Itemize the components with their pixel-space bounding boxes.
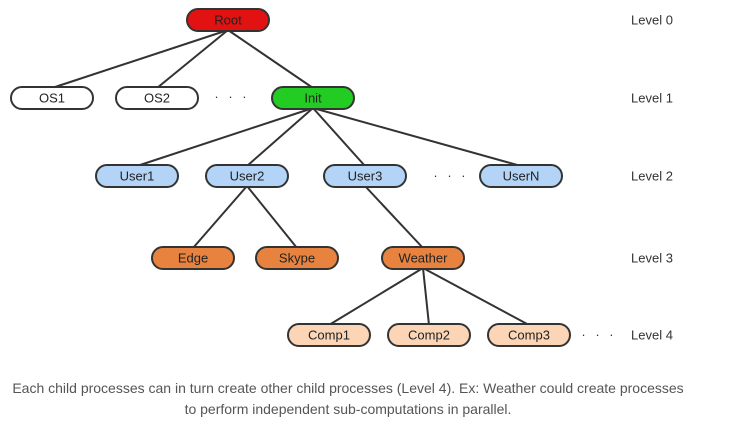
node-user1-label: User1 [120,169,155,184]
node-user2: User2 [205,164,289,188]
figure-caption: Each child processes can in turn create … [0,378,716,420]
caption-line-2: to perform independent sub-computations … [184,401,512,417]
ellipsis-level1: · · · [214,89,249,104]
ellipsis-level4: · · · [581,327,616,342]
edge-root-os1 [51,29,229,89]
node-edge-shape [151,246,235,270]
node-os1: OS1 [10,86,94,110]
node-weather: Weather [381,246,465,270]
node-root-label: Root [214,13,242,28]
node-init-shape [271,86,355,110]
node-user1-shape [95,164,179,188]
edge-weather-comp1 [328,267,424,326]
node-skype: Skype [255,246,339,270]
node-comp2: Comp2 [387,323,471,347]
ellipsis-layer: · · · · · · · · · [214,89,616,342]
level-label-2: Level 2 [631,169,673,184]
node-user2-shape [205,164,289,188]
node-edge-label: Edge [178,251,208,266]
node-init: Init [271,86,355,110]
node-usern-shape [479,164,563,188]
ellipsis-level2: · · · [433,168,468,183]
node-comp3: Comp3 [487,323,571,347]
node-skype-label: Skype [279,251,315,266]
node-weather-shape [381,246,465,270]
node-comp1: Comp1 [287,323,371,347]
node-comp1-label: Comp1 [308,328,350,343]
level-labels: Level 0 Level 1 Level 2 Level 3 Level 4 [631,13,673,343]
node-edge: Edge [151,246,235,270]
node-os1-label: OS1 [39,91,65,106]
edge-init-user2 [246,107,314,167]
edge-init-user1 [136,107,314,167]
edge-user3-weather [364,185,424,249]
node-weather-label: Weather [399,251,449,266]
node-comp2-shape [387,323,471,347]
edge-init-user3 [312,107,366,167]
node-root-shape [186,8,270,32]
node-user3-label: User3 [348,169,383,184]
node-comp1-shape [287,323,371,347]
caption-line-1: Each child processes can in turn create … [12,380,684,396]
node-comp3-label: Comp3 [508,328,550,343]
node-comp3-shape [487,323,571,347]
level-label-4: Level 4 [631,328,673,343]
level-label-3: Level 3 [631,251,673,266]
edge-user2-skype [246,185,298,249]
level-label-1: Level 1 [631,91,673,106]
node-init-label: Init [304,91,322,106]
node-usern: UserN [479,164,563,188]
node-user2-label: User2 [230,169,265,184]
node-user3: User3 [323,164,407,188]
node-os2-shape [115,86,199,110]
node-os2: OS2 [115,86,199,110]
level-label-0: Level 0 [631,13,673,28]
node-os2-label: OS2 [144,91,170,106]
edges-layer [51,29,530,326]
node-root: Root [186,8,270,32]
node-usern-label: UserN [503,169,540,184]
edge-weather-comp3 [422,267,530,326]
node-user3-shape [323,164,407,188]
node-user1: User1 [95,164,179,188]
edge-user2-edge [192,185,248,249]
node-comp2-label: Comp2 [408,328,450,343]
edge-root-os2 [156,29,229,89]
edge-root-init [227,29,314,89]
node-os1-shape [10,86,94,110]
node-skype-shape [255,246,339,270]
edge-init-usern [312,107,522,167]
edge-weather-comp2 [422,267,430,326]
